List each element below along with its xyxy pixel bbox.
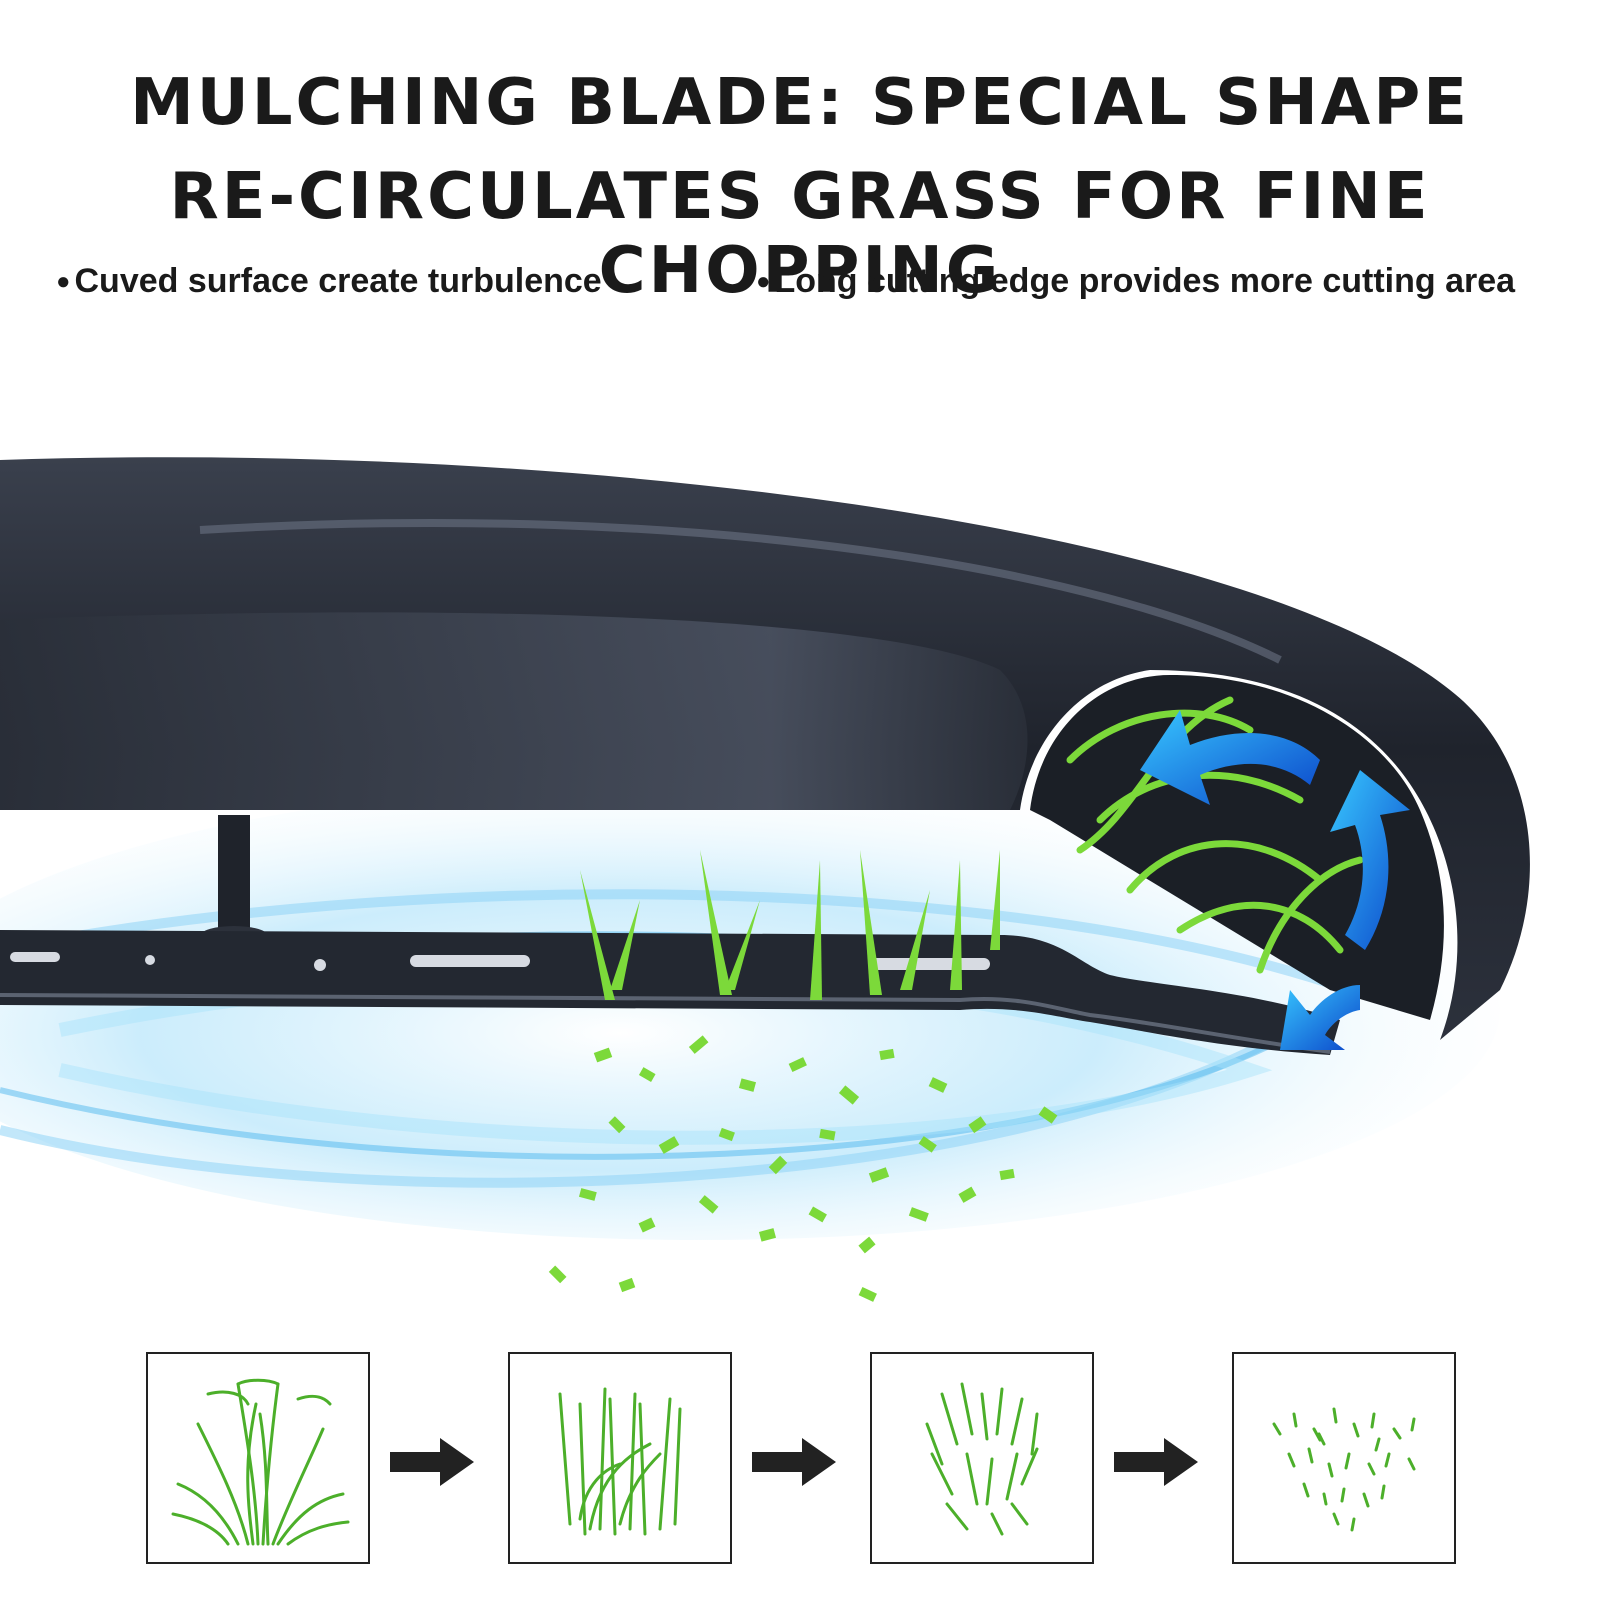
- arrow-right-icon: [752, 1438, 836, 1486]
- feature-bullet-cutting-area: ●Long cutting edge provides more cutting…: [756, 262, 1515, 301]
- stage-whole-grass: [146, 1352, 370, 1564]
- mulch-clippings-icon: [1272, 1407, 1416, 1532]
- cut-grass-icon: [558, 1387, 682, 1536]
- arrow-right-icon: [390, 1438, 474, 1486]
- bullet-dot: ●: [56, 268, 71, 295]
- headline-line-2: RE-CIRCULATES GRASS FOR FINE CHOPPING: [169, 160, 1431, 308]
- blade-spindle: [218, 815, 250, 935]
- stage-mulched-grass: [1232, 1352, 1456, 1564]
- tall-grass-icon: [171, 1378, 350, 1546]
- headline-line-1: MULCHING BLADE: SPECIAL SHAPE: [130, 66, 1470, 140]
- mulching-blade: [0, 930, 1340, 1055]
- mower-deck: [0, 457, 1530, 1040]
- arrow-right-icon: [1114, 1438, 1198, 1486]
- bullet-dot: ●: [756, 268, 771, 295]
- airflow-arrows: [1140, 710, 1410, 1050]
- stage-chopped-grass: [870, 1352, 1094, 1564]
- feature-bullet-turbulence: ●Cuved surface create turbulence: [56, 262, 602, 301]
- stage-cut-grass: [508, 1352, 732, 1564]
- feature-text-cutting-area: Long cutting edge provides more cutting …: [774, 262, 1516, 300]
- chopped-grass-icon: [925, 1382, 1039, 1536]
- grass-clippings: [548, 1035, 1058, 1302]
- feature-text-turbulence: Cuved surface create turbulence: [74, 262, 602, 300]
- mulching-deck-illustration: [0, 457, 1530, 1302]
- grass-blades: [580, 850, 1000, 1000]
